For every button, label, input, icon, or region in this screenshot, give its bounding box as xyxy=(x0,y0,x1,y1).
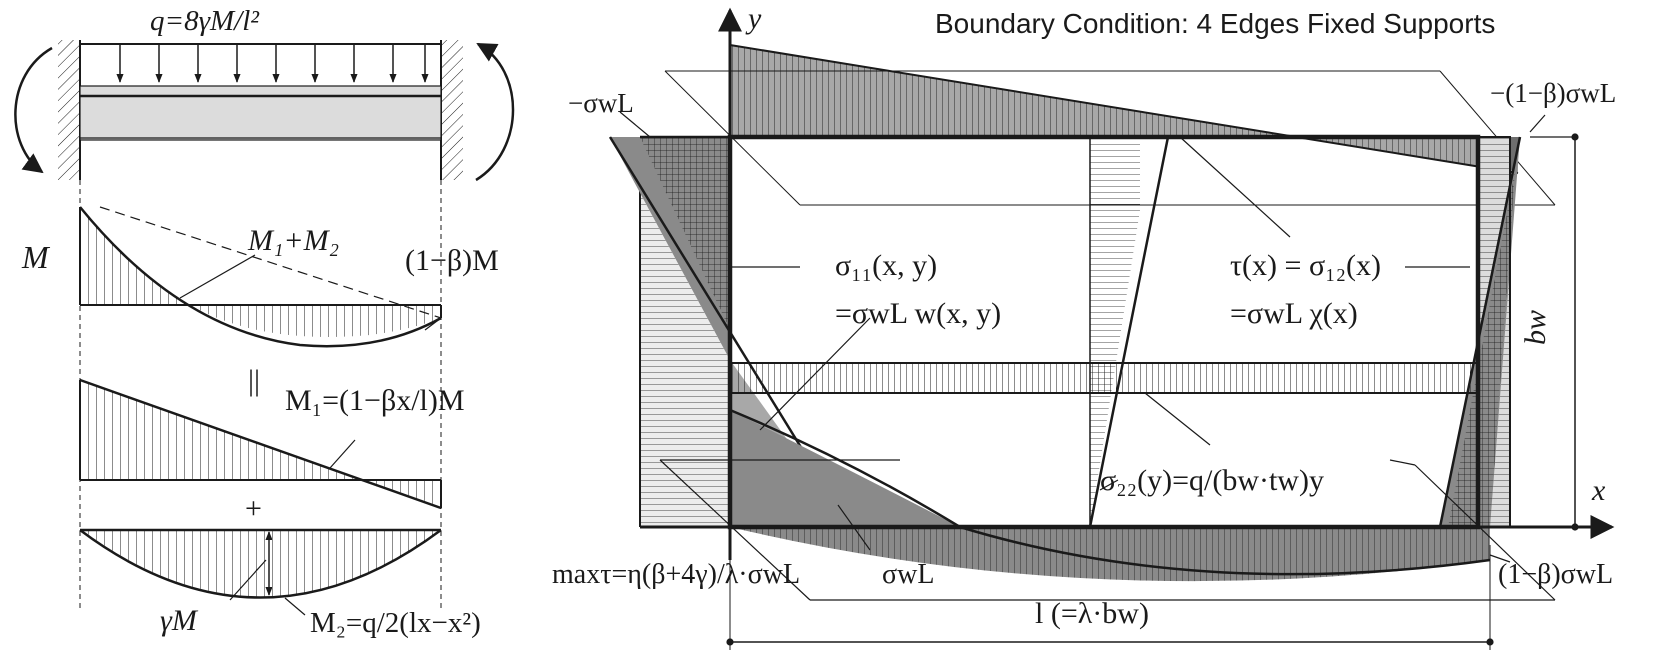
length-label: l (=λ·bw) xyxy=(1035,597,1149,630)
right-wall xyxy=(441,40,463,180)
y-axis-label: y xyxy=(745,2,762,35)
right-moment-arrow xyxy=(475,42,515,182)
plate-diagram xyxy=(608,7,1615,650)
moment-diagram-total xyxy=(79,206,442,348)
m2-formula-label: M₂=q/2(lx−x²) xyxy=(310,607,481,639)
sigma11-label-a: σ₁₁(x, y) xyxy=(835,249,937,282)
neg-one-minus-beta-sigma-label: −(1−β)σwL xyxy=(1490,78,1616,108)
tau-label-b: =σwL χ(x) xyxy=(1230,297,1358,330)
m1-formula-label: M₁=(1−βx/l)M xyxy=(285,384,465,417)
neg-sigma-label: −σwL xyxy=(568,88,634,118)
sigma11-label-b: =σwL w(x, y) xyxy=(835,297,1001,330)
gamma-m-label: γM xyxy=(160,604,199,637)
one-minus-beta-sigma-label: (1−β)σwL xyxy=(1498,559,1613,590)
sigma22-label: σ₂₂(y)=q/(bw·tw)y xyxy=(1100,464,1324,497)
tau-label-a: τ(x) = σ₁₂(x) xyxy=(1230,249,1381,282)
load-label: q=8γM/l² xyxy=(150,5,260,37)
moment-diagram-m2 xyxy=(79,528,442,616)
one-minus-beta-m-label: (1−β)M xyxy=(405,244,499,277)
left-moment-arrow xyxy=(14,46,53,174)
sigma22-band xyxy=(730,363,1478,393)
sigma-wl-label: σwL xyxy=(882,559,934,590)
moment-diagram-m1 xyxy=(79,378,442,510)
left-wall xyxy=(58,40,80,180)
bw-label: bw xyxy=(1519,310,1552,345)
beam-body xyxy=(79,85,442,141)
equals-sign: || xyxy=(248,364,260,397)
x-axis-label: x xyxy=(1591,474,1606,507)
tau-mid-column xyxy=(1090,137,1140,527)
moment-m-label: M xyxy=(21,239,51,275)
distributed-load xyxy=(80,43,441,83)
boundary-condition-title: Boundary Condition: 4 Edges Fixed Suppor… xyxy=(935,8,1495,39)
m1-plus-m2-label: M₁+M₂ xyxy=(247,224,339,257)
plus-sign: + xyxy=(245,492,262,525)
max-tau-label: maxτ=η(β+4γ)/λ·σwL xyxy=(552,559,800,590)
beam-diagram xyxy=(14,40,515,616)
